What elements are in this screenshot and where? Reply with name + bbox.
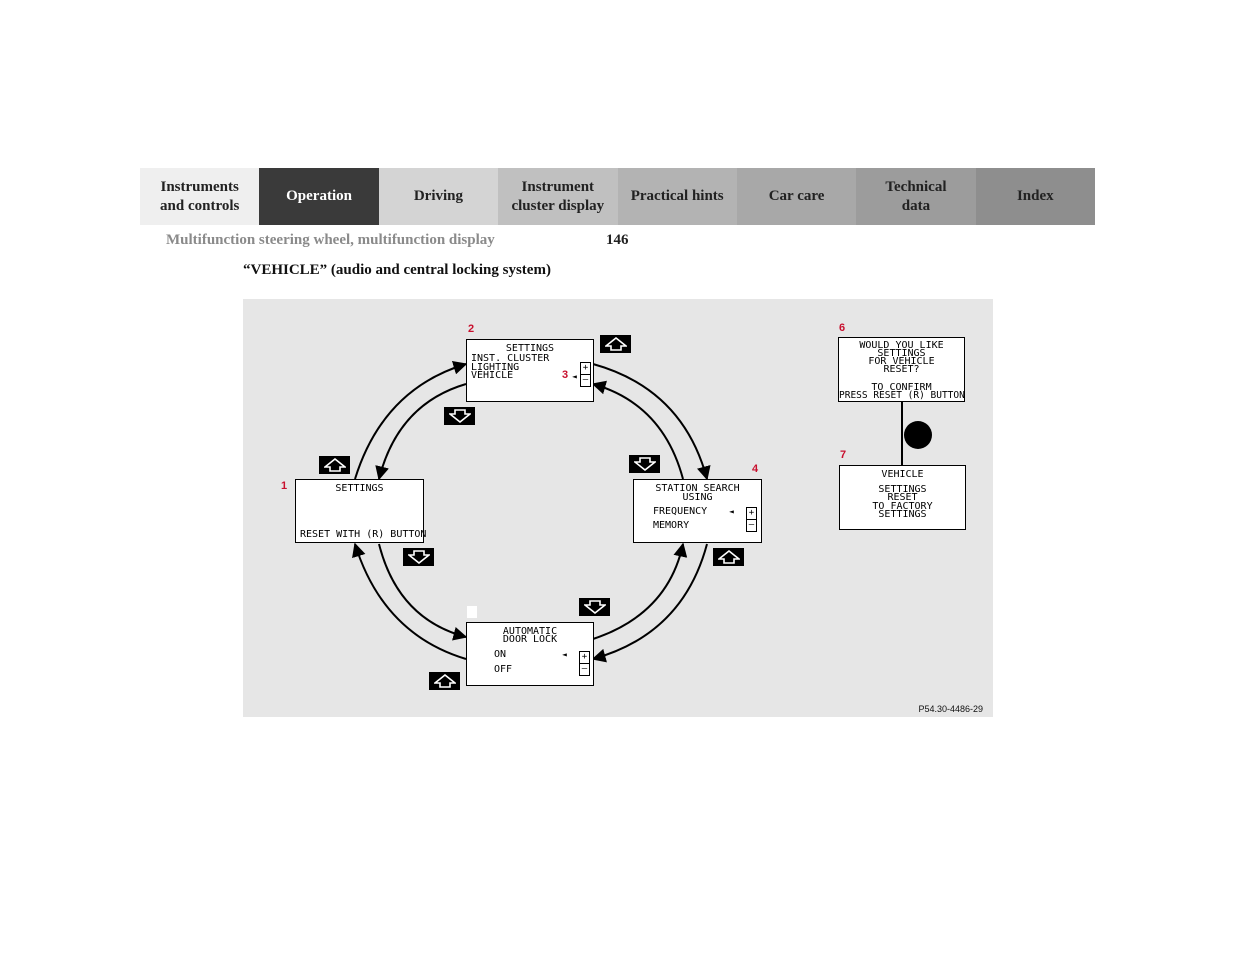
callout-1: 1 bbox=[281, 480, 288, 492]
callout-3: 3 bbox=[562, 369, 569, 381]
tab-operation[interactable]: Operation bbox=[259, 168, 379, 225]
page-number: 146 bbox=[606, 232, 629, 248]
plus-minus-indicator: +– bbox=[580, 362, 591, 387]
callout-5-blank bbox=[467, 606, 477, 618]
selection-pointer-icon: ◄ bbox=[729, 507, 734, 516]
screen-station-search: STATION SEARCH USING FREQUENCY ◄ MEMORY … bbox=[633, 479, 762, 543]
tab-index[interactable]: Index bbox=[975, 168, 1095, 225]
up-arrow-button-icon bbox=[713, 548, 744, 566]
selection-pointer-icon: ◄ bbox=[572, 372, 577, 381]
tab-instrument-cluster-display[interactable]: Instrument cluster display bbox=[498, 168, 618, 225]
callout-6: 6 bbox=[839, 322, 846, 334]
down-arrow-button-icon bbox=[579, 598, 610, 616]
tab-technical-data[interactable]: Technical data bbox=[856, 168, 976, 225]
down-arrow-button-icon bbox=[629, 455, 660, 473]
up-arrow-button-icon bbox=[429, 672, 460, 690]
down-arrow-button-icon bbox=[444, 407, 475, 425]
screen-settings-menu: SETTINGS INST. CLUSTER LIGHTING VEHICLE … bbox=[466, 339, 594, 402]
menu-flow-diagram: 2 SETTINGS INST. CLUSTER LIGHTING VEHICL… bbox=[243, 299, 993, 717]
tab-car-care[interactable]: Car care bbox=[736, 168, 857, 225]
screen-settings-reset: SETTINGS RESET WITH (R) BUTTON bbox=[295, 479, 426, 543]
tab-driving[interactable]: Driving bbox=[378, 168, 499, 225]
tab-practical-hints[interactable]: Practical hints bbox=[617, 168, 737, 225]
plus-minus-indicator: +– bbox=[579, 651, 590, 676]
callout-4: 4 bbox=[752, 463, 759, 475]
callout-2: 2 bbox=[468, 323, 475, 335]
flow-arrows bbox=[352, 360, 932, 663]
breadcrumb: Multifunction steering wheel, multifunct… bbox=[166, 232, 495, 248]
section-title: “VEHICLE” (audio and central locking sys… bbox=[243, 262, 551, 278]
screen-settings-reset-confirmation: VEHICLE SETTINGS RESET TO FACTORY SETTIN… bbox=[839, 465, 966, 530]
tab-instruments-and-controls[interactable]: Instruments and controls bbox=[140, 168, 260, 225]
screen-reset-confirm: WOULD YOU LIKE SETTINGS FOR VEHICLE RESE… bbox=[838, 337, 965, 402]
figure-reference: P54.30-4486-29 bbox=[918, 704, 983, 714]
up-arrow-button-icon bbox=[600, 335, 631, 353]
down-arrow-button-icon bbox=[403, 548, 434, 566]
plus-minus-indicator: +– bbox=[746, 507, 757, 532]
selection-pointer-icon: ◄ bbox=[562, 650, 567, 659]
up-arrow-button-icon bbox=[319, 456, 350, 474]
chapter-tabs: Instruments and controls Operation Drivi… bbox=[140, 168, 1095, 225]
callout-7: 7 bbox=[840, 449, 847, 461]
screen-automatic-door-lock: AUTOMATIC DOOR LOCK ON ◄ OFF +– bbox=[466, 622, 594, 686]
